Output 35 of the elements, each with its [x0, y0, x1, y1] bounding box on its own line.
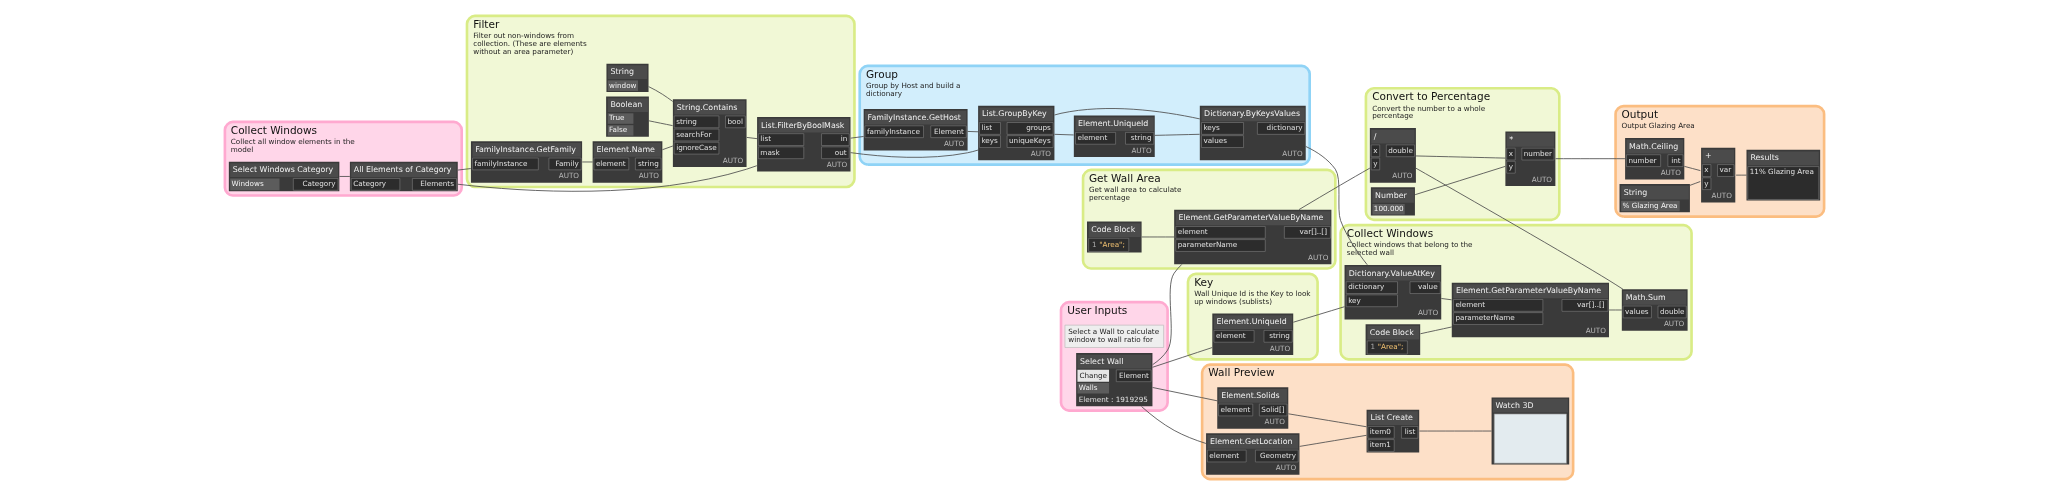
connector — [581, 161, 593, 163]
connector — [648, 120, 673, 127]
connector — [456, 165, 757, 192]
connector — [661, 145, 673, 151]
connector — [1151, 264, 1182, 366]
connector — [338, 176, 350, 177]
connector — [1053, 133, 1074, 136]
connector — [849, 149, 978, 158]
connector — [647, 86, 673, 102]
connector — [849, 136, 864, 139]
connector — [1608, 309, 1622, 311]
connector — [456, 168, 471, 171]
connector — [1053, 108, 1200, 120]
connector — [1298, 167, 1370, 210]
connector — [1140, 406, 1206, 444]
connector — [1151, 347, 1213, 368]
connector — [1683, 165, 1701, 171]
connector — [1554, 158, 1625, 160]
connector — [745, 137, 757, 140]
connector — [1415, 155, 1506, 159]
connector — [1292, 306, 1345, 323]
connector — [1414, 165, 1506, 196]
connector — [1418, 430, 1492, 432]
connector — [1689, 181, 1701, 186]
connector — [1419, 326, 1452, 335]
connector — [1287, 413, 1367, 428]
connector — [1415, 167, 1623, 290]
connector — [1151, 387, 1218, 402]
connector — [1440, 298, 1452, 301]
connector — [1735, 174, 1747, 176]
connector — [1140, 236, 1174, 238]
connector — [1298, 434, 1367, 447]
connector — [966, 131, 979, 133]
connector — [1304, 146, 1368, 266]
connector — [1153, 133, 1200, 136]
